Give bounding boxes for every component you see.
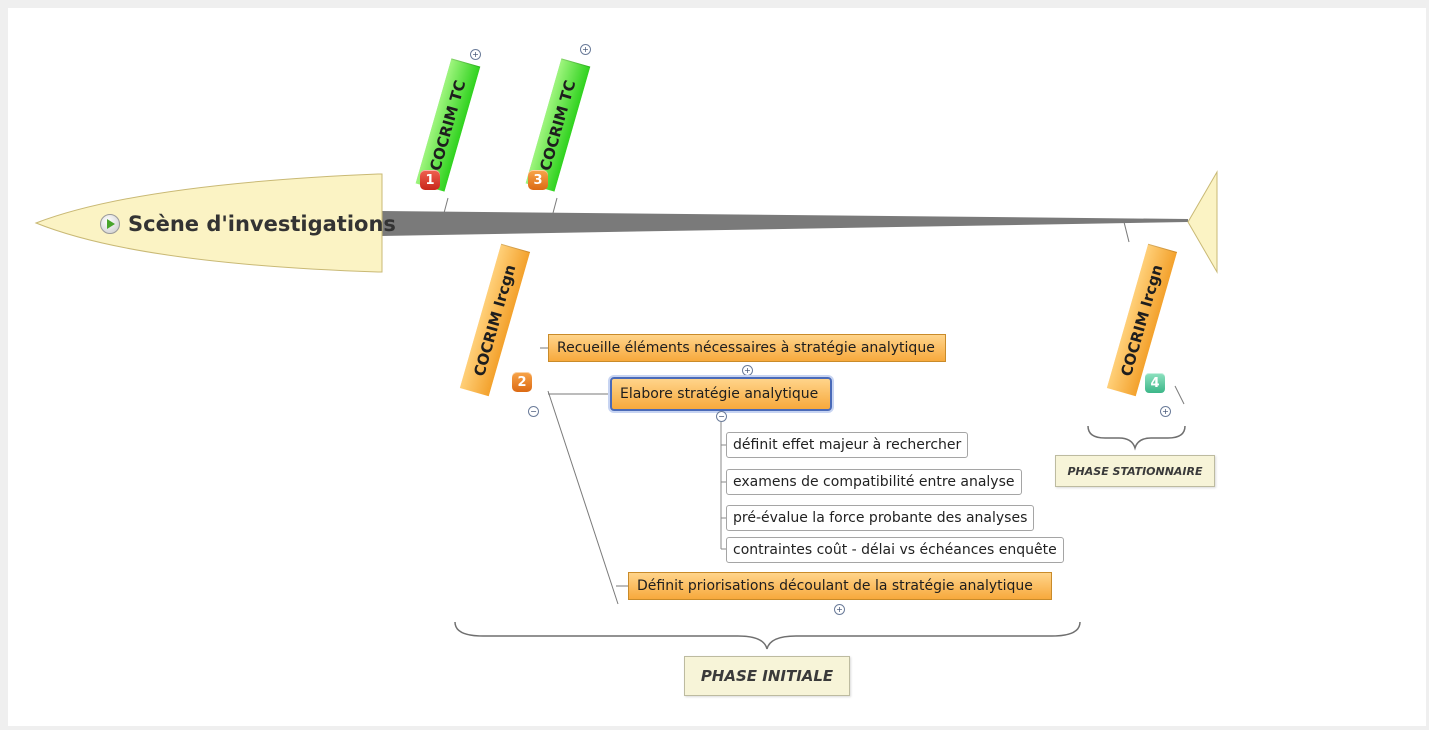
badge-2: 2	[512, 372, 532, 392]
bone-1	[443, 197, 449, 214]
subtopic-effet-majeur[interactable]: définit effet majeur à rechercher	[726, 432, 969, 458]
connector-layer	[34, 170, 1218, 650]
head-title[interactable]: Scène d'investigations	[100, 212, 396, 236]
bone-4b	[1174, 385, 1185, 405]
expand-toggle-definit[interactable]: +	[834, 604, 845, 615]
badge-1: 1	[420, 170, 440, 190]
tail-shape	[1187, 170, 1218, 274]
head-label: Scène d'investigations	[128, 212, 396, 236]
expand-toggle-1[interactable]: +	[470, 49, 481, 60]
topic-definit-priorisations[interactable]: Définit priorisations découlant de la st…	[628, 572, 1052, 600]
subtopic-tree	[720, 422, 726, 550]
topic-label: Elabore stratégie analytique	[620, 386, 819, 402]
subtopic-label: examens de compatibilité entre analyse	[733, 474, 1015, 490]
expand-toggle-4[interactable]: +	[1160, 406, 1171, 417]
bone-4	[1123, 221, 1130, 243]
collapse-toggle-2[interactable]: −	[528, 406, 539, 417]
collapse-toggle-elabore[interactable]: −	[716, 411, 727, 422]
bone-3	[552, 197, 558, 214]
topic-label: Recueille éléments nécessaires à stratég…	[557, 340, 935, 356]
expand-toggle-3[interactable]: +	[580, 44, 591, 55]
topic-elabore[interactable]: Elabore stratégie analytique	[610, 377, 832, 411]
bone-2	[547, 390, 619, 605]
badge-4: 4	[1144, 372, 1166, 394]
brace-stationnaire	[1087, 425, 1186, 451]
subtopic-force-probante[interactable]: pré-évalue la force probante des analyse…	[726, 505, 1035, 531]
subtopic-label: contraintes coût - délai vs échéances en…	[733, 542, 1057, 558]
subtopic-contraintes[interactable]: contraintes coût - délai vs échéances en…	[726, 537, 1064, 563]
spine	[378, 211, 1188, 236]
topic-label: Définit priorisations découlant de la st…	[637, 578, 1033, 594]
badge-3: 3	[528, 170, 548, 190]
topic-recueille[interactable]: Recueille éléments nécessaires à stratég…	[548, 334, 946, 362]
subtopic-label: définit effet majeur à rechercher	[733, 437, 962, 453]
subtopic-compatibilite[interactable]: examens de compatibilité entre analyse	[726, 469, 1022, 495]
canvas: Scène d'investigations COCRIM TC 1 + COC…	[8, 8, 1426, 726]
play-icon[interactable]	[100, 214, 120, 234]
expand-toggle-recueille[interactable]: +	[742, 365, 753, 376]
head-shape	[34, 173, 383, 273]
subtopic-label: pré-évalue la force probante des analyse…	[733, 510, 1028, 526]
brace-initiale	[454, 621, 1081, 650]
phase-initiale[interactable]: PHASE INITIALE	[684, 656, 850, 696]
phase-stationnaire[interactable]: PHASE STATIONNAIRE	[1055, 455, 1215, 487]
